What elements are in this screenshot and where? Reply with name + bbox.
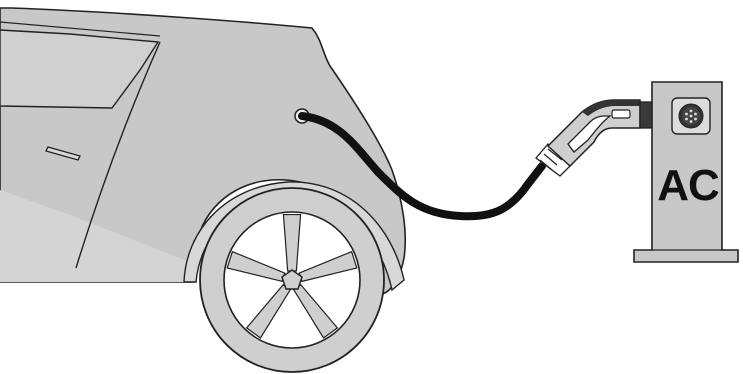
socket-pin	[694, 117, 697, 121]
door-seam	[75, 41, 161, 269]
door-handle	[45, 146, 81, 161]
socket-pin	[689, 120, 693, 123]
rear-wheel	[199, 187, 385, 373]
socket-pin	[689, 109, 693, 113]
wheel-hub	[281, 269, 303, 290]
station-type-label: AC	[657, 161, 720, 210]
charging-cable	[298, 112, 546, 221]
station-body	[633, 81, 739, 263]
plug-grip-hole	[567, 115, 612, 153]
socket-pin	[689, 114, 693, 118]
socket-pin	[685, 117, 688, 121]
station-socket-icon	[671, 97, 711, 135]
socket-pin	[694, 112, 697, 116]
plug-top-stripe	[582, 100, 640, 116]
charging-station	[633, 81, 739, 263]
rear-window	[0, 29, 160, 109]
car-lower-highlight	[0, 190, 192, 282]
window-trim-line	[0, 21, 161, 37]
plug-release-button	[611, 109, 631, 119]
socket-pin	[685, 112, 688, 116]
